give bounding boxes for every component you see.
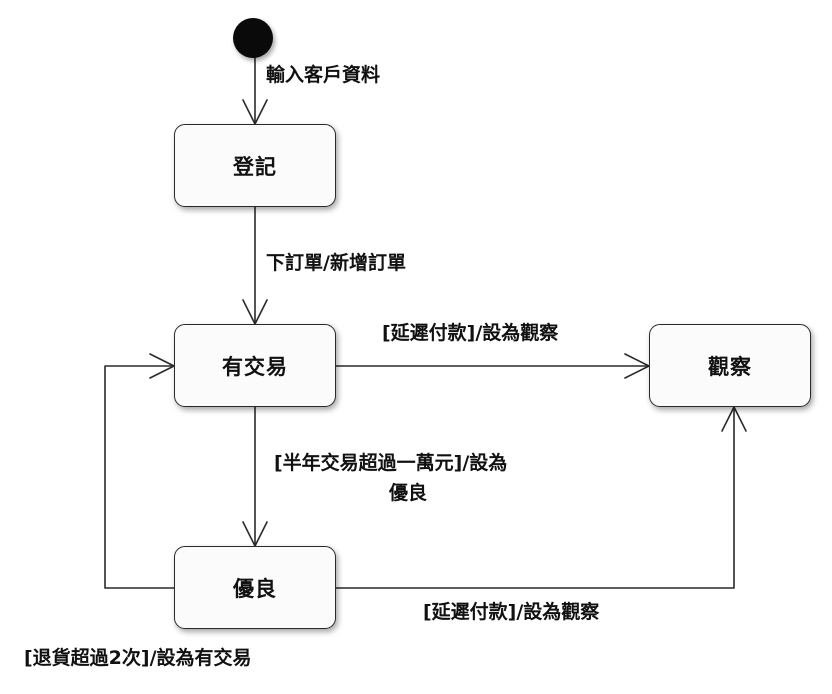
label-premium-to-observe: [延遲付款]/設為觀察 [423,601,600,623]
premium-to-trading-arrow [104,365,175,589]
initial-state-node [233,18,273,58]
state-observe: 觀察 [649,324,811,407]
label-register-to-trading: 下訂單/新增訂單 [266,252,406,274]
label-trading-to-premium-line1: [半年交易超過一萬元]/設為 [274,452,508,474]
label-start-to-register: 輸入客戶資料 [266,64,381,86]
state-trading: 有交易 [174,324,336,407]
premium-to-observe-arrowhead [721,406,747,432]
state-register: 登記 [174,124,336,207]
state-trading-label: 有交易 [222,354,288,379]
state-premium: 優良 [174,546,336,629]
state-register-label: 登記 [233,154,277,179]
label-trading-to-premium-line2: 優良 [389,482,428,504]
label-trading-to-observe: [延遲付款]/設為觀察 [382,322,559,344]
state-observe-label: 觀察 [708,354,752,379]
state-premium-label: 優良 [233,576,277,601]
label-premium-to-trading: [退貨超過2次]/設為有交易 [24,647,252,669]
premium-to-observe-arrow [334,406,735,589]
